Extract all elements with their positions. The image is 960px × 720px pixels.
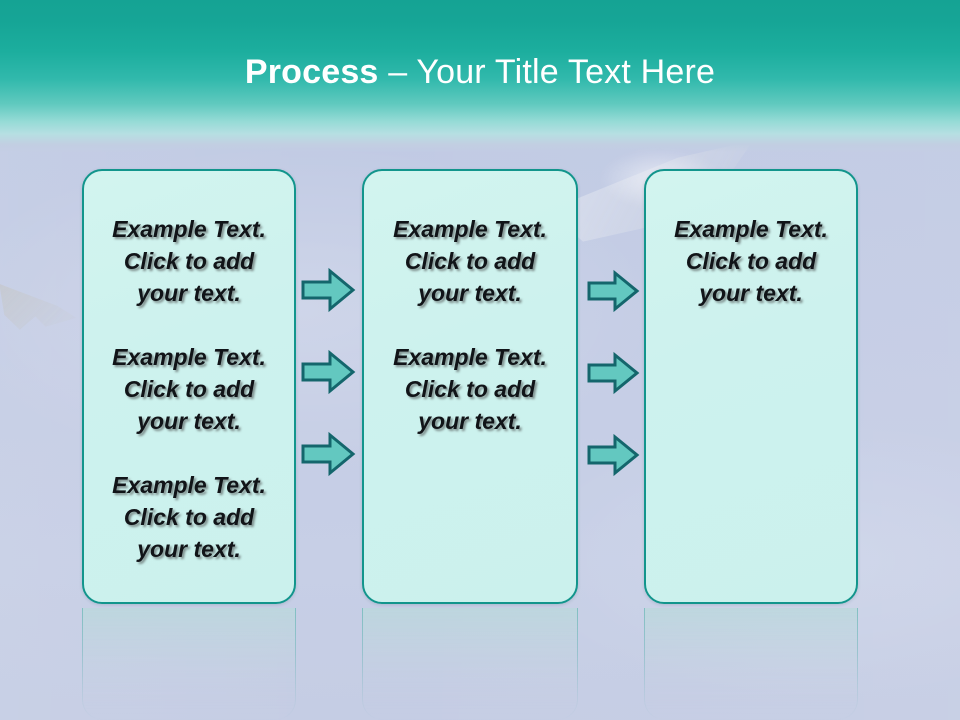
process-box-1[interactable]: Example Text. Click to add your text. Ex… — [82, 169, 296, 604]
arrow-right-icon-2-3[interactable] — [586, 432, 640, 478]
header-band — [0, 0, 960, 152]
arrow-right-icon-1-1[interactable] — [300, 266, 356, 314]
process-box-2-paragraph-1[interactable]: Example Text. Click to add your text. — [393, 216, 547, 306]
process-box-3-paragraph-1[interactable]: Example Text. Click to add your text. — [674, 216, 828, 306]
process-box-2-reflection — [362, 608, 578, 720]
process-box-1-reflection — [82, 608, 296, 720]
process-box-3[interactable]: Example Text. Click to add your text. — [644, 169, 858, 604]
process-box-1-paragraph-3[interactable]: Example Text. Click to add your text. — [112, 472, 266, 562]
arrow-right-icon-2-1[interactable] — [586, 268, 640, 314]
page-title-strong: Process — [244, 53, 379, 91]
arrow-right-icon-2-2[interactable] — [586, 350, 640, 396]
process-box-2-paragraph-2[interactable]: Example Text. Click to add your text. — [393, 344, 547, 434]
arrow-right-icon-1-3[interactable] — [300, 430, 356, 478]
process-box-3-reflection — [644, 608, 858, 720]
page-title-rest: – Your Title Text Here — [378, 53, 716, 91]
process-box-2[interactable]: Example Text. Click to add your text. Ex… — [362, 169, 578, 604]
page-title: Process – Your Title Text Here — [0, 50, 960, 94]
process-box-1-paragraph-2[interactable]: Example Text. Click to add your text. — [112, 344, 266, 434]
arrow-right-icon-1-2[interactable] — [300, 348, 356, 396]
process-box-1-paragraph-1[interactable]: Example Text. Click to add your text. — [112, 216, 266, 306]
